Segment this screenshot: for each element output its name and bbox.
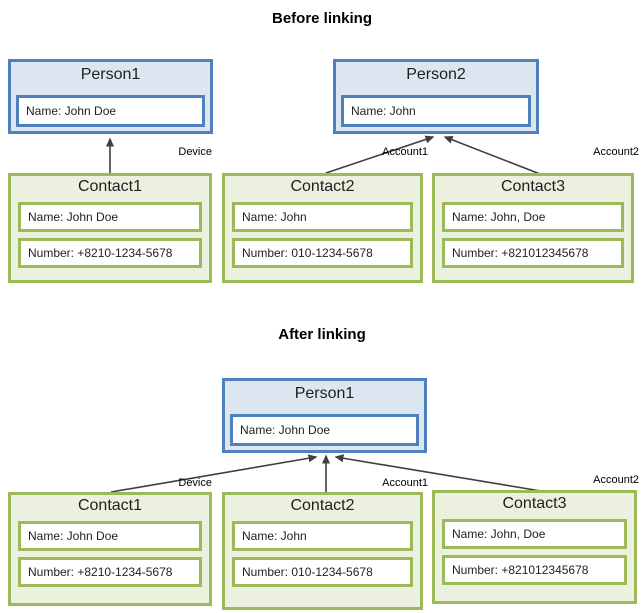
contact3-after-name-field: Name: John, Doe bbox=[442, 519, 627, 549]
after-section-title: After linking bbox=[278, 326, 366, 343]
before-section-title: Before linking bbox=[271, 10, 372, 27]
person1-before-box: Person1 Name: John Doe bbox=[8, 59, 213, 134]
contact3-after-title: Contact3 bbox=[502, 495, 567, 512]
contact3-after-number-field: Number: +821012345678 bbox=[442, 555, 627, 585]
contact2-after-number-field: Number: 010-1234-5678 bbox=[232, 557, 413, 587]
before-account2-label: Account2 bbox=[593, 146, 639, 158]
person1-before-name-field: Name: John Doe bbox=[16, 95, 205, 127]
before-account1-label: Account1 bbox=[382, 146, 428, 158]
after-account2-label: Account2 bbox=[593, 474, 639, 486]
person2-before-box: Person2 Name: John bbox=[333, 59, 539, 134]
contact1-before-title: Contact1 bbox=[77, 178, 143, 195]
before-device-label: Device bbox=[178, 146, 212, 158]
person2-before-name-field: Name: John bbox=[341, 95, 531, 127]
contact3-before-number-field: Number: +821012345678 bbox=[442, 238, 624, 268]
contact2-before-box: Contact2 Name: John Number: 010-1234-567… bbox=[222, 173, 423, 283]
person1-after-name-field: Name: John Doe bbox=[230, 414, 419, 446]
contact1-after-box: Contact1 Name: John Doe Number: +8210-12… bbox=[8, 492, 212, 606]
contact3-before-box: Contact3 Name: John, Doe Number: +821012… bbox=[432, 173, 634, 283]
contact3-after-box: Contact3 Name: John, Doe Number: +821012… bbox=[432, 490, 637, 604]
contact1-before-number-field: Number: +8210-1234-5678 bbox=[18, 238, 202, 268]
contact3-before-title: Contact3 bbox=[500, 178, 566, 195]
contact1-after-name-field: Name: John Doe bbox=[18, 521, 202, 551]
contact2-after-title: Contact2 bbox=[290, 497, 355, 514]
contact1-before-name-field: Name: John Doe bbox=[18, 202, 202, 232]
contact2-before-number-field: Number: 010-1234-5678 bbox=[232, 238, 413, 268]
contact2-before-title: Contact2 bbox=[290, 178, 355, 195]
contact2-after-name-field: Name: John bbox=[232, 521, 413, 551]
person2-before-title: Person2 bbox=[406, 66, 466, 83]
after-device-label: Device bbox=[178, 477, 212, 489]
contact2-before-name-field: Name: John bbox=[232, 202, 413, 232]
contact3-before-name-field: Name: John, Doe bbox=[442, 202, 624, 232]
contact1-before-box: Contact1 Name: John Doe Number: +8210-12… bbox=[8, 173, 212, 283]
person1-after-title: Person1 bbox=[294, 385, 355, 402]
contact1-after-number-field: Number: +8210-1234-5678 bbox=[18, 557, 202, 587]
contact1-after-title: Contact1 bbox=[77, 497, 143, 514]
contact2-after-box: Contact2 Name: John Number: 010-1234-567… bbox=[222, 492, 423, 610]
person1-after-box: Person1 Name: John Doe bbox=[222, 378, 427, 453]
person1-before-title: Person1 bbox=[80, 66, 141, 83]
after-account1-label: Account1 bbox=[382, 477, 428, 489]
